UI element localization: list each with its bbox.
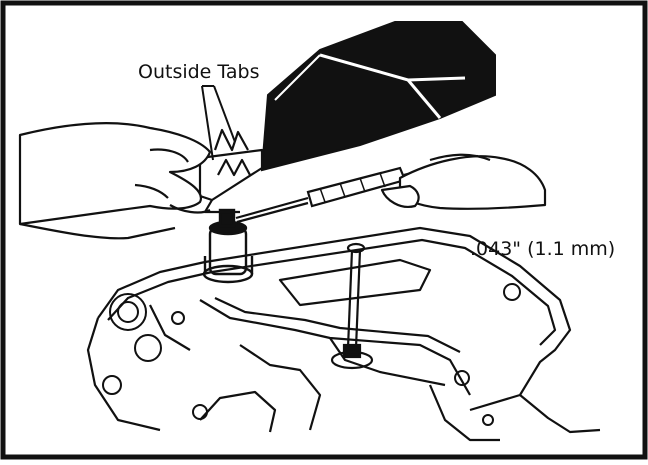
body-ports — [102, 283, 521, 426]
port-bottom — [192, 404, 208, 420]
carburetor-body — [86, 226, 601, 442]
port-lower-left — [102, 375, 122, 395]
port-small-left — [171, 311, 185, 325]
port-large — [109, 293, 147, 331]
port-bottom-right — [482, 414, 494, 426]
float-bowl-cylinder — [202, 208, 254, 284]
port-medium — [134, 334, 162, 362]
float-arm — [198, 128, 264, 214]
gap-measurement-label: .043" (1.1 mm) — [470, 238, 616, 260]
float — [260, 21, 496, 172]
left-hand — [18, 122, 212, 240]
right-hand — [380, 153, 547, 210]
tabs-leader-lines — [201, 85, 236, 161]
port-right-lower — [454, 370, 470, 386]
port-large-inner — [117, 301, 139, 323]
port-right — [503, 283, 521, 301]
needle-post — [330, 242, 374, 370]
outside-tabs-label: Outside Tabs — [138, 61, 260, 83]
